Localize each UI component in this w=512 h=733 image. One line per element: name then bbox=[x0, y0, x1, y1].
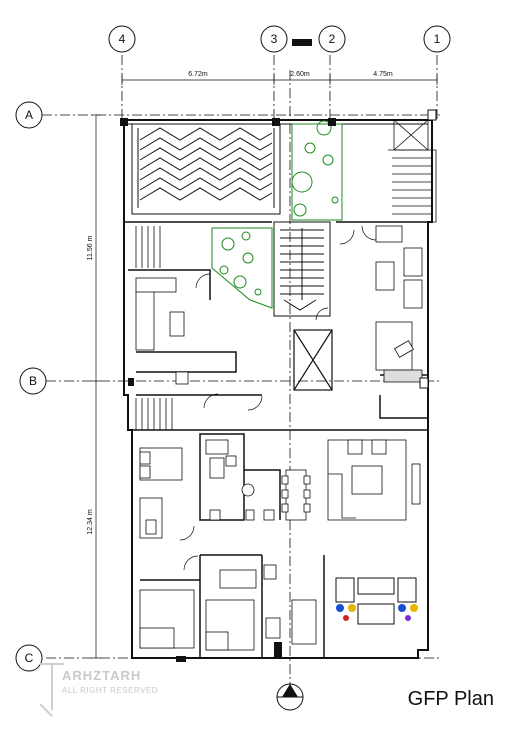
vertical-dimension-chain bbox=[91, 114, 101, 659]
watermark-subtext: ALL RIGHT RESERVED bbox=[62, 686, 158, 695]
horizontal-dimension-chain bbox=[121, 75, 438, 85]
door-swings bbox=[179, 225, 377, 571]
column-grid-label: 2 bbox=[329, 32, 336, 46]
dimension-label: 6.72m bbox=[188, 71, 208, 78]
column-grid-label: 3 bbox=[271, 32, 278, 46]
column-grid-label: 1 bbox=[434, 32, 441, 46]
column-grid-bubble-4: 4 bbox=[108, 25, 136, 53]
bedroom-furniture bbox=[139, 447, 257, 651]
exterior-stair-left bbox=[135, 226, 173, 430]
garden-planting-top bbox=[291, 120, 343, 221]
column-grid-bubble-1: 1 bbox=[423, 25, 451, 53]
column-grid-bubble-3: 3 bbox=[260, 25, 288, 53]
plan-title: GFP Plan bbox=[407, 688, 494, 710]
dimension-label: 12.34 m bbox=[87, 509, 94, 534]
living-furniture-left bbox=[135, 277, 189, 385]
parking-ramp bbox=[131, 123, 281, 215]
garden-planting-middle bbox=[211, 227, 273, 309]
dimension-label: 4.75m bbox=[373, 71, 393, 78]
elevator-shaft bbox=[293, 329, 333, 391]
row-grid-bubble-a: A bbox=[15, 101, 43, 129]
watermark-text: ARHZTARH bbox=[62, 668, 142, 683]
row-grid-label: C bbox=[25, 651, 34, 665]
lounge-furniture bbox=[281, 439, 421, 521]
north-arrow-icon bbox=[276, 683, 304, 711]
row-grid-bubble-c: C bbox=[15, 644, 43, 672]
interior-walls bbox=[124, 221, 428, 658]
row-grid-label: B bbox=[29, 374, 37, 388]
column-grid-label: 4 bbox=[119, 32, 126, 46]
bathroom-fixtures bbox=[205, 439, 317, 645]
watermark-logo bbox=[39, 663, 64, 717]
exterior-stair-right bbox=[388, 119, 437, 223]
column-grid-bubble-2: 2 bbox=[318, 25, 346, 53]
row-grid-bubble-b: B bbox=[19, 367, 47, 395]
structural-columns bbox=[120, 109, 437, 662]
dimension-label: 11.56 m bbox=[87, 235, 94, 260]
living-furniture-right bbox=[375, 225, 423, 383]
dimension-label: 2.60m bbox=[290, 71, 310, 78]
seating-accents bbox=[335, 577, 418, 625]
row-grid-label: A bbox=[25, 108, 33, 122]
stair-core bbox=[273, 221, 331, 317]
section-marker bbox=[292, 39, 312, 46]
